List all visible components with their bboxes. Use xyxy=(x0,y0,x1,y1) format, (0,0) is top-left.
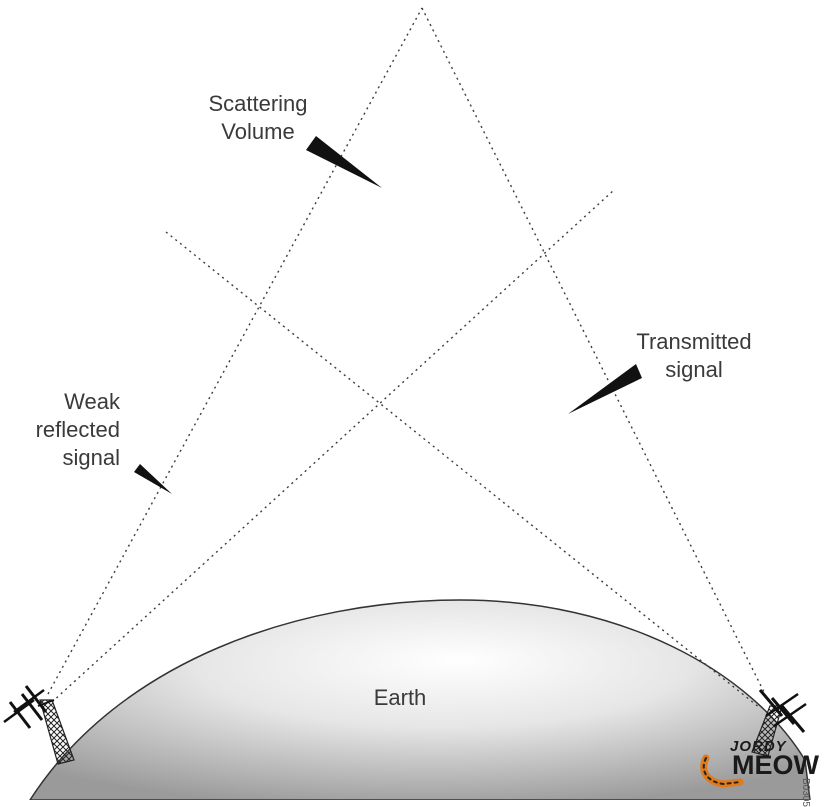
scattering-pointer xyxy=(306,136,382,188)
scattering-label-line2: Volume xyxy=(221,119,295,144)
weak-label-line2: reflected xyxy=(35,417,120,442)
left-upper-beam xyxy=(47,7,423,695)
transmitted-pointer xyxy=(568,364,642,414)
watermark-logo: JORDY MEOW B0305 xyxy=(698,738,819,807)
left-lower-beam xyxy=(51,189,615,703)
left-antenna-icon xyxy=(3,685,75,765)
watermark-code: B0305 xyxy=(800,778,811,807)
watermark-line2: MEOW xyxy=(732,750,819,780)
scattering-label-line1: Scattering xyxy=(208,91,308,116)
right-lower-beam xyxy=(165,231,761,709)
right-antenna-icon xyxy=(751,689,807,757)
weak-label-line3: signal xyxy=(62,445,120,470)
weak-pointer xyxy=(134,464,172,494)
scattering-volume-label: Scattering Volume xyxy=(178,90,338,146)
watermark-line1: JORDY xyxy=(730,738,787,755)
transmitted-label-line1: Transmitted xyxy=(636,329,752,354)
transmitted-signal-label: Transmitted signal xyxy=(604,328,784,384)
weak-reflected-signal-label: Weak reflected signal xyxy=(0,388,120,472)
weak-label-line1: Weak xyxy=(64,389,120,414)
earth-surface xyxy=(28,599,811,801)
transmitted-label-line2: signal xyxy=(665,357,723,382)
earth-label: Earth xyxy=(373,685,427,710)
